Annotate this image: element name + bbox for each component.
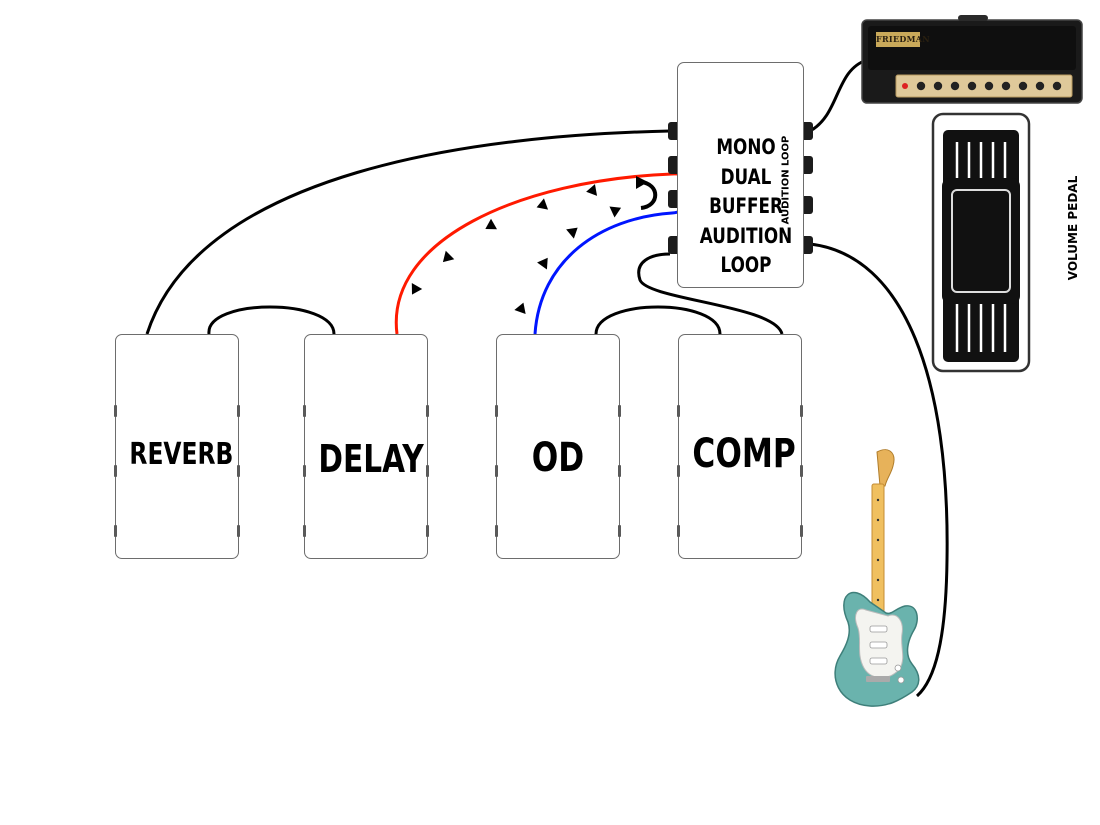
cable-switcher-to-guitar [809,242,949,698]
cable-switcher-to-amp [809,58,868,133]
reverb-label: REVERB [129,437,234,472]
switcher-line-5: LOOP [720,253,772,277]
arrow-return-2 [537,257,548,270]
return-cable-from-od [533,194,687,335]
audition-loop-switcher: MONO DUAL BUFFER AUDITION LOOP [677,62,804,288]
arrow-loop-head [636,176,648,189]
arrow-return-1 [514,302,526,315]
cable-reverb-to-delay [207,305,336,335]
switcher-line-4: AUDITION [699,224,793,248]
arrow-send-2 [536,198,549,210]
volume-pedal-label: VOLUME PEDAL [1066,175,1080,281]
arrow-send-5 [411,283,423,295]
signal-flow-arrows [411,176,658,315]
arrow-loop-turn [640,180,658,210]
arrow-send-1 [586,184,598,196]
comp-label: COMP [692,431,796,477]
cable-comp-to-switcher [637,252,784,335]
volume-pedal [931,112,1031,373]
amp-head [861,15,1083,104]
switcher-side-label: AUDITION LOOP [780,135,792,225]
arrow-send-3 [485,218,497,230]
cable-switcher-to-reverb [145,129,671,335]
switcher-line-2: DUAL [720,165,772,189]
delay-pedal: DELAY [303,334,429,559]
cable-od-to-comp [594,305,722,335]
arrow-return-3 [566,227,578,239]
delay-label: DELAY [318,437,424,481]
amp-brand-badge: FRIEDMAN [876,32,930,47]
od-label: OD [531,435,585,481]
arrow-return-4 [609,206,622,218]
electric-guitar [834,449,920,707]
comp-pedal: COMP [677,334,803,559]
switcher-line-1: MONO [716,135,776,159]
send-cable-to-delay [394,172,693,335]
switcher-line-3: BUFFER [709,194,783,218]
arrow-send-4 [442,250,455,263]
reverb-pedal: REVERB [114,334,240,559]
od-pedal: OD [495,334,621,559]
